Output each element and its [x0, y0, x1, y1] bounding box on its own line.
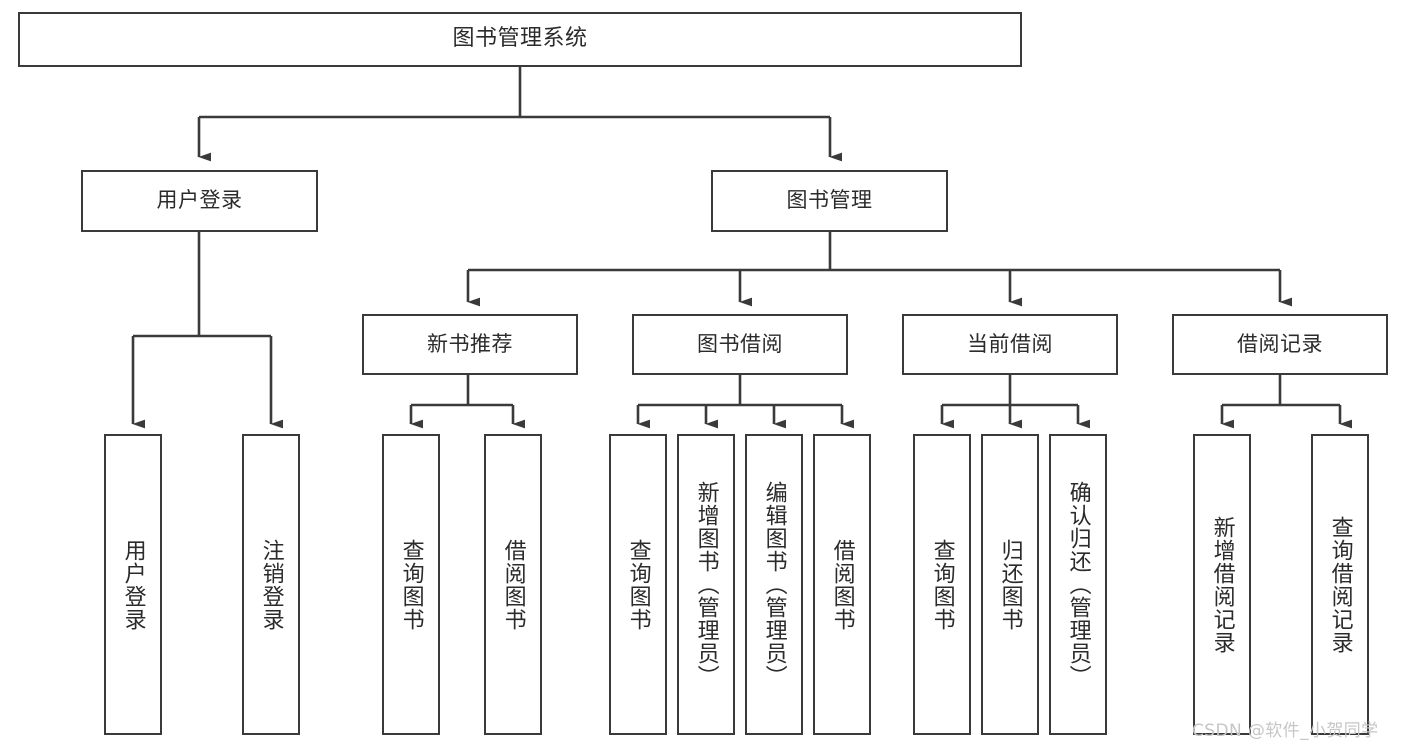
node-leaf-confirm-return-admin[interactable]: 确认归还（管理员）	[1049, 434, 1107, 735]
node-label: 图书借阅	[697, 331, 783, 356]
node-label: 注销登录	[258, 538, 284, 631]
node-label: 图书管理	[786, 188, 873, 213]
node-label: 归还图书	[997, 538, 1023, 631]
node-leaf-search-book-current[interactable]: 查询图书	[913, 434, 971, 735]
node-label: 查询图书	[625, 538, 651, 631]
node-label: 用户登录	[156, 188, 243, 213]
node-leaf-add-book-admin[interactable]: 新增图书（管理员）	[677, 434, 735, 735]
node-label: 借阅图书	[500, 538, 526, 631]
node-label: 新增借阅记录	[1209, 515, 1235, 654]
node-root-book-management-system[interactable]: 图书管理系统	[18, 12, 1022, 67]
node-label: 新书推荐	[427, 331, 513, 356]
node-leaf-search-borrow-record[interactable]: 查询借阅记录	[1311, 434, 1369, 735]
node-label: 当前借阅	[967, 331, 1053, 356]
node-leaf-edit-book-admin[interactable]: 编辑图书（管理员）	[745, 434, 803, 735]
node-leaf-user-login[interactable]: 用户登录	[104, 434, 162, 735]
node-leaf-add-borrow-record[interactable]: 新增借阅记录	[1193, 434, 1251, 735]
node-label: 借阅记录	[1237, 331, 1323, 356]
node-new-book-recommend[interactable]: 新书推荐	[362, 314, 578, 375]
node-leaf-search-book-new[interactable]: 查询图书	[382, 434, 440, 735]
node-label: 新增图书（管理员）	[693, 481, 719, 688]
node-leaf-return-book[interactable]: 归还图书	[981, 434, 1039, 735]
node-label: 查询图书	[398, 538, 424, 631]
node-leaf-borrow-book[interactable]: 借阅图书	[813, 434, 871, 735]
node-label: 查询图书	[929, 538, 955, 631]
node-leaf-logout[interactable]: 注销登录	[242, 434, 300, 735]
node-label: 查询借阅记录	[1327, 515, 1353, 654]
node-label: 编辑图书（管理员）	[761, 481, 787, 688]
node-label: 确认归还（管理员）	[1065, 481, 1091, 688]
node-label: 图书管理系统	[452, 26, 588, 52]
node-label: 用户登录	[120, 538, 146, 631]
node-user-login[interactable]: 用户登录	[81, 170, 318, 232]
node-book-borrow[interactable]: 图书借阅	[632, 314, 848, 375]
node-borrow-record[interactable]: 借阅记录	[1172, 314, 1388, 375]
csdn-watermark: CSDN @软件_小贺同学	[1192, 721, 1379, 741]
node-leaf-search-book-borrow[interactable]: 查询图书	[609, 434, 667, 735]
node-label: 借阅图书	[829, 538, 855, 631]
node-current-borrow[interactable]: 当前借阅	[902, 314, 1118, 375]
node-leaf-borrow-book-new[interactable]: 借阅图书	[484, 434, 542, 735]
node-book-management[interactable]: 图书管理	[711, 170, 948, 232]
